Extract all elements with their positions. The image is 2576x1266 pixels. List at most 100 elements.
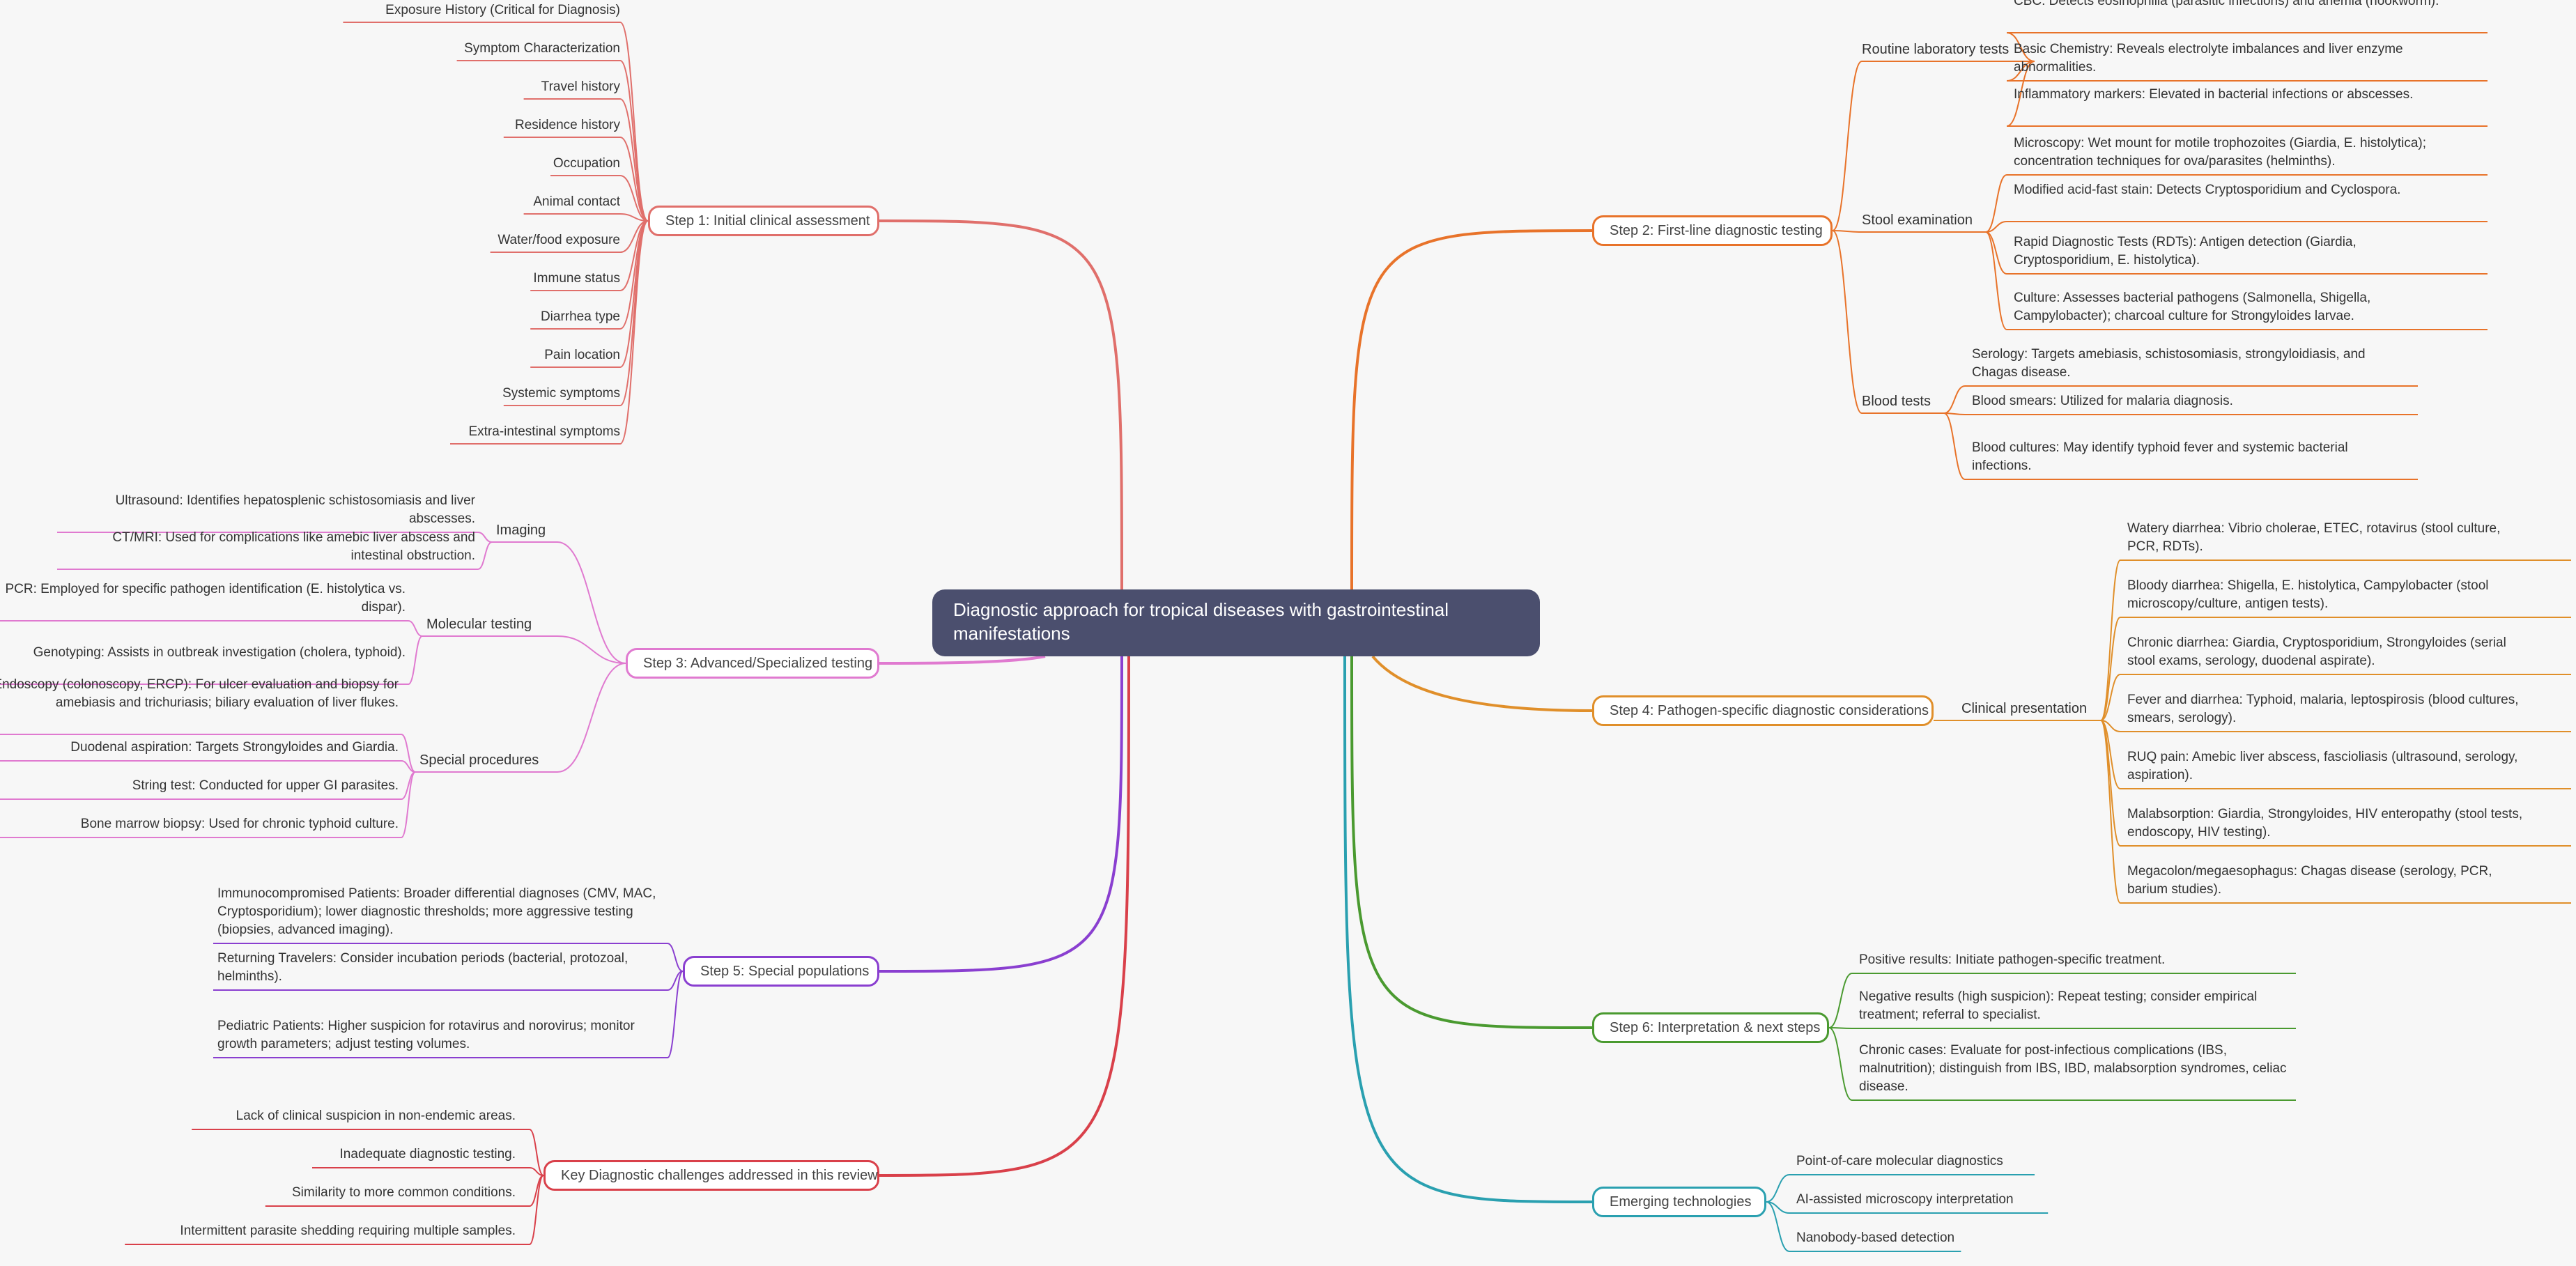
step1-item-6[interactable]: Water/food exposure [327,231,620,254]
step1-item-0[interactable]: Exposure History (Critical for Diagnosis… [327,1,620,24]
step4-group-0-item-3[interactable]: Fever and diarrhea: Typhoid, malaria, le… [2127,691,2531,732]
step2-group-2[interactable]: Blood tests [1862,392,2015,415]
step3-group-0-item-0[interactable]: Ultrasound: Identifies hepatosplenic sch… [57,492,475,533]
step3-group-1-item-0[interactable]: PCR: Employed for specific pathogen iden… [0,580,406,622]
branch-emerging[interactable]: Emerging technologies [1592,1187,1766,1217]
step3-group-0[interactable]: Imaging [496,521,553,543]
step1-item-1[interactable]: Symptom Characterization [327,40,620,63]
step4-group-0-item-1[interactable]: Bloody diarrhea: Shigella, E. histolytic… [2127,577,2531,618]
emerging-item-2[interactable]: Nanobody-based detection [1796,1229,2047,1252]
branch-step2[interactable]: Step 2: First-line diagnostic testing [1592,215,1833,246]
branch-step5-label: Step 5: Special populations [700,964,870,979]
step6-item-0[interactable]: Positive results: Initiate pathogen-spec… [1859,951,2305,974]
branch-step3-label: Step 3: Advanced/Specialized testing [643,656,873,671]
step4-group-0-item-4[interactable]: RUQ pain: Amebic liver abscess, fascioli… [2127,748,2531,789]
step2-group-0[interactable]: Routine laboratory tests [1862,40,2015,63]
link-step3-group-2-item-0 [401,734,416,773]
branch-step3[interactable]: Step 3: Advanced/Specialized testing [626,648,879,679]
step1-item-2[interactable]: Travel history [327,78,620,101]
step1-item-11[interactable]: Extra-intestinal symptoms [327,423,620,446]
link-root-challenges [879,656,1130,1177]
step1-item-10-text: Systemic symptoms [502,386,620,401]
link-step1-item-10 [619,220,649,406]
step3-group-2-item-2-text: String test: Conducted for upper GI para… [132,778,399,793]
step3-group-2[interactable]: Special procedures [419,751,553,773]
step1-item-8[interactable]: Diarrhea type [327,308,620,331]
step4-group-0-item-2[interactable]: Chronic diarrhea: Giardia, Cryptosporidi… [2127,634,2531,675]
challenges-item-2-text: Similarity to more common conditions. [292,1185,516,1200]
challenges-item-1[interactable]: Inadequate diagnostic testing. [125,1145,516,1168]
step3-group-2-item-0[interactable]: Endoscopy (colonoscopy, ERCP): For ulcer… [0,676,399,717]
step6-item-2[interactable]: Chronic cases: Evaluate for post-infecti… [1859,1042,2305,1101]
step2-group-0-text: Routine laboratory tests [1862,42,2010,57]
challenges-item-2[interactable]: Similarity to more common conditions. [125,1184,516,1207]
step3-group-0-item-1[interactable]: CT/MRI: Used for complications like ameb… [57,529,475,570]
emerging-item-1[interactable]: AI-assisted microscopy interpretation [1796,1191,2047,1214]
step2-group-1-item-0-text: Microscopy: Wet mount for motile trophoz… [2014,136,2427,169]
link-emerging-item-2 [1766,1201,1790,1252]
step5-item-0[interactable]: Immunocompromised Patients: Broader diff… [217,885,663,944]
emerging-item-2-text: Nanobody-based detection [1796,1230,1955,1245]
branch-challenges[interactable]: Key Diagnostic challenges addressed in t… [543,1160,879,1191]
step1-item-5-text: Animal contact [533,194,620,209]
step2-group-1-item-0[interactable]: Microscopy: Wet mount for motile trophoz… [2014,134,2446,176]
step2-group-0-item-0[interactable]: CBC: Detects eosinophilia (parasitic inf… [2014,0,2446,15]
branch-step6-label: Step 6: Interpretation & next steps [1610,1020,1821,1035]
step2-group-1-item-3[interactable]: Culture: Assesses bacterial pathogens (S… [2014,289,2446,330]
link-step1-item-9 [619,220,649,368]
branch-step5[interactable]: Step 5: Special populations [683,956,879,987]
challenges-item-0[interactable]: Lack of clinical suspicion in non-endemi… [125,1107,516,1130]
step2-group-2-item-1[interactable]: Blood smears: Utilized for malaria diagn… [1972,392,2411,415]
step3-group-1[interactable]: Molecular testing [426,615,553,638]
step3-group-2-item-1[interactable]: Duodenal aspiration: Targets Strongyloid… [0,739,399,762]
step1-item-9[interactable]: Pain location [327,346,620,369]
link-step2-group-0 [1832,61,1862,231]
step1-item-3[interactable]: Residence history [327,116,620,139]
emerging-item-1-text: AI-assisted microscopy interpretation [1796,1192,2014,1207]
branch-step1[interactable]: Step 1: Initial clinical assessment [648,206,879,236]
step3-group-2-item-2[interactable]: String test: Conducted for upper GI para… [0,777,399,800]
step2-group-2-text: Blood tests [1862,394,1931,409]
step1-item-5[interactable]: Animal contact [327,193,620,216]
step2-group-1[interactable]: Stool examination [1862,211,2015,233]
link-step4-group-0-item-2 [2100,674,2121,721]
step2-group-2-item-1-text: Blood smears: Utilized for malaria diagn… [1972,394,2233,408]
step5-item-1[interactable]: Returning Travelers: Consider incubation… [217,950,663,991]
step3-group-1-item-1-text: Genotyping: Assists in outbreak investig… [33,645,406,660]
step1-item-10[interactable]: Systemic symptoms [327,385,620,408]
step4-group-0-item-1-text: Bloody diarrhea: Shigella, E. histolytic… [2127,578,2489,611]
link-step2-group-0-item-0 [2006,32,2035,62]
link-emerging-item-0 [1766,1174,1790,1203]
step2-group-1-item-2[interactable]: Rapid Diagnostic Tests (RDTs): Antigen d… [2014,233,2446,275]
branch-step6[interactable]: Step 6: Interpretation & next steps [1592,1012,1829,1043]
step4-group-0-item-0[interactable]: Watery diarrhea: Vibrio cholerae, ETEC, … [2127,520,2531,561]
root-title: Diagnostic approach for tropical disease… [953,599,1449,644]
step1-item-7[interactable]: Immune status [327,270,620,293]
step4-group-0-item-6[interactable]: Megacolon/megaesophagus: Chagas disease … [2127,863,2531,904]
step4-group-0[interactable]: Clinical presentation [1961,700,2101,722]
step3-group-2-item-3[interactable]: Bone marrow biopsy: Used for chronic typ… [0,815,399,838]
step3-group-1-item-1[interactable]: Genotyping: Assists in outbreak investig… [0,644,406,667]
step4-group-0-item-5[interactable]: Malabsorption: Giardia, Strongyloides, H… [2127,805,2531,847]
link-step2-group-2-item-1 [1943,412,1966,415]
step2-group-0-item-2[interactable]: Inflammatory markers: Elevated in bacter… [2014,86,2446,109]
step5-item-2[interactable]: Pediatric Patients: Higher suspicion for… [217,1017,663,1058]
step6-item-1[interactable]: Negative results (high suspicion): Repea… [1859,988,2305,1029]
link-step2-group-0-item-2 [2006,61,2035,127]
step2-group-1-item-1[interactable]: Modified acid-fast stain: Detects Crypto… [2014,181,2446,204]
step2-group-2-item-0[interactable]: Serology: Targets amebiasis, schistosomi… [1972,346,2411,387]
branch-step4[interactable]: Step 4: Pathogen-specific diagnostic con… [1592,695,1934,726]
emerging-item-0[interactable]: Point-of-care molecular diagnostics [1796,1152,2047,1175]
step1-item-4[interactable]: Occupation [327,155,620,178]
step2-group-0-item-1[interactable]: Basic Chemistry: Reveals electrolyte imb… [2014,40,2446,82]
step2-group-2-item-2[interactable]: Blood cultures: May identify typhoid fev… [1972,439,2411,480]
link-step1-item-2 [619,98,649,222]
challenges-item-1-text: Inadequate diagnostic testing. [339,1147,516,1161]
challenges-item-3[interactable]: Intermittent parasite shedding requiring… [125,1222,516,1245]
step1-item-11-text: Extra-intestinal symptoms [468,424,620,439]
link-step2-group-2-item-2 [1943,412,1966,480]
root-topic[interactable]: Diagnostic approach for tropical disease… [932,589,1540,656]
step4-group-0-item-3-text: Fever and diarrhea: Typhoid, malaria, le… [2127,693,2519,725]
step1-item-3-text: Residence history [514,118,620,132]
link-step2-group-1-item-0 [1985,174,2007,233]
